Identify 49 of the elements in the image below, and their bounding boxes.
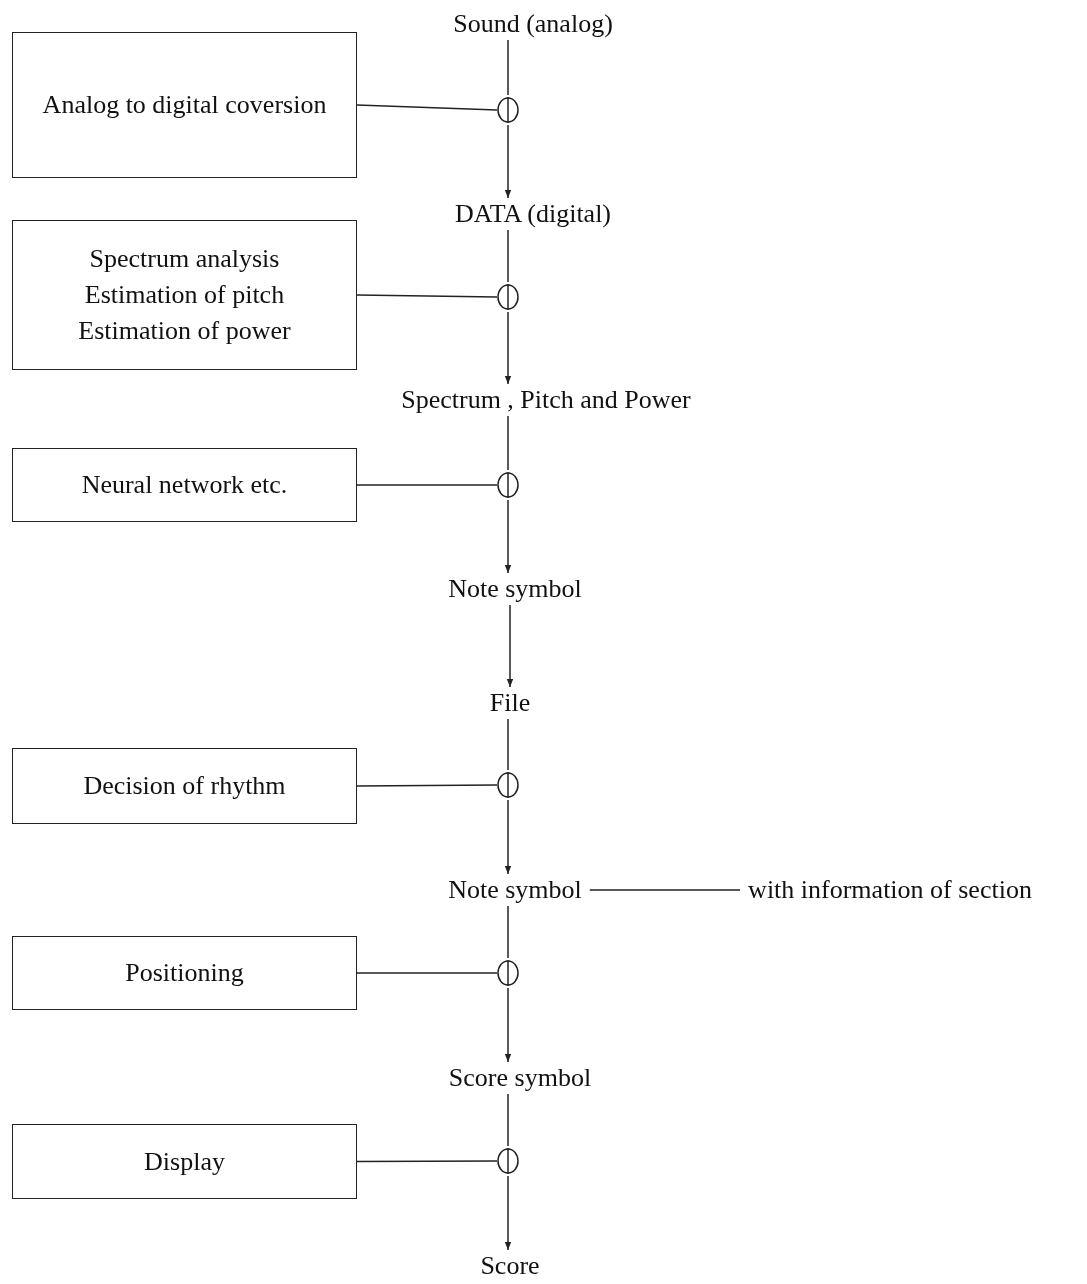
data-label: File — [489, 689, 531, 717]
junction-symbol — [497, 472, 519, 498]
process-label: Analog to digital coversion — [42, 89, 327, 121]
connector-line — [356, 484, 498, 486]
process-label: Spectrum analysis — [89, 243, 280, 275]
process-label: Estimation of power — [78, 315, 291, 347]
process-label: Positioning — [125, 957, 244, 989]
connector-line — [507, 905, 509, 959]
process-box — [12, 936, 357, 1010]
arrow — [504, 311, 512, 385]
junction-symbol — [497, 772, 519, 798]
data-label: Note symbol — [448, 876, 582, 904]
connector-line — [507, 1093, 509, 1147]
connector-line — [356, 784, 498, 787]
connector-line — [507, 415, 509, 471]
arrow — [506, 604, 514, 688]
data-label: Spectrum , Pitch and Power — [401, 386, 691, 414]
connector-line — [507, 229, 509, 283]
connector-line — [356, 104, 498, 111]
process-box — [12, 32, 357, 178]
process-label: Estimation of pitch — [84, 279, 285, 311]
connector-line — [507, 718, 509, 771]
junction-symbol — [497, 284, 519, 310]
data-label: Note symbol — [448, 575, 582, 603]
connector-line — [356, 294, 498, 298]
process-box — [12, 220, 357, 370]
junction-symbol — [497, 1148, 519, 1174]
arrow — [504, 987, 512, 1063]
junction-symbol — [497, 960, 519, 986]
connector-line — [589, 889, 741, 891]
arrow — [504, 799, 512, 875]
arrow — [504, 499, 512, 574]
connector-line — [356, 1160, 498, 1163]
data-label: Sound (analog) — [453, 10, 613, 38]
data-label: DATA (digital) — [454, 200, 612, 228]
data-label: Score symbol — [448, 1064, 592, 1092]
process-box — [12, 1124, 357, 1199]
process-box — [12, 748, 357, 824]
data-label: with information of section — [748, 876, 1032, 904]
process-label: Neural network etc. — [81, 469, 288, 501]
connector-line — [356, 972, 498, 974]
process-label: Display — [144, 1145, 225, 1178]
data-label: Score — [480, 1252, 540, 1280]
process-box — [12, 448, 357, 522]
process-label: Decision of rhythm — [83, 770, 286, 802]
connector-line — [507, 39, 509, 96]
junction-symbol — [497, 97, 519, 123]
arrow — [504, 124, 512, 199]
arrow — [504, 1175, 512, 1251]
